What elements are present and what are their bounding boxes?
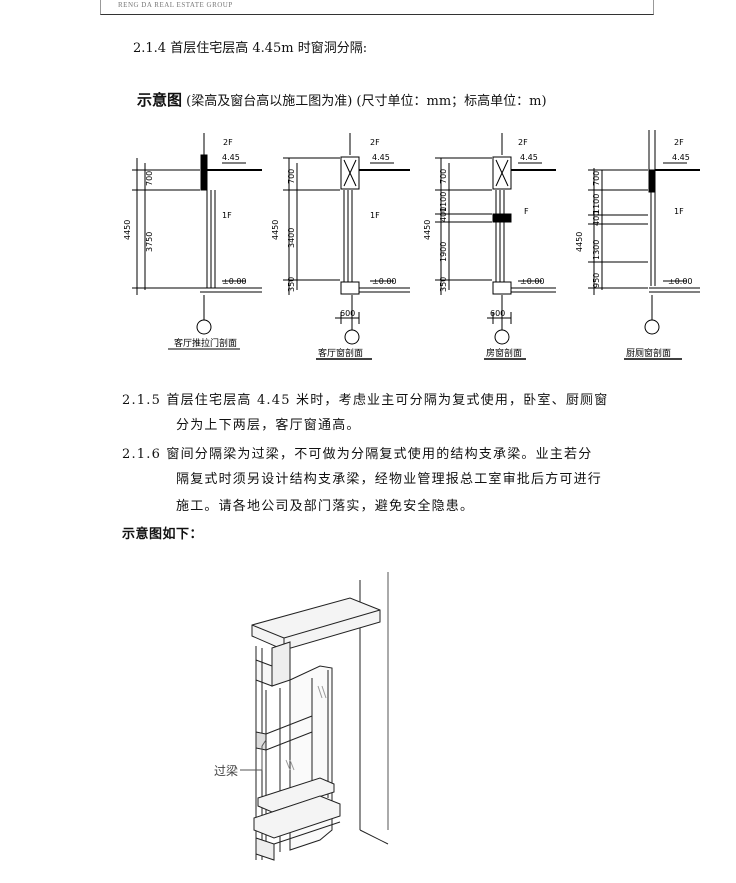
section-2-room: 1F [370, 211, 380, 220]
section-1-total: 4450 [123, 220, 132, 240]
section-4-room: 1F [674, 207, 684, 216]
section-2-dim-1: 700 [287, 169, 296, 184]
page-header-rule [100, 0, 654, 15]
section-4-level-top: 4.45 [672, 153, 690, 162]
section-3-dim-4: 1900 [439, 242, 448, 262]
diagram-note-text: (梁高及窗台高以施工图为准) (尺寸单位：mm；标高单位：m) [186, 94, 547, 109]
section-2-level-top: 4.45 [372, 153, 390, 162]
section-2-1-6-line-1: 2.1.6 窗间分隔梁为过梁，不可做为分隔复式使用的结构支承梁。业主若分 [122, 447, 593, 462]
section-4-caption: 厨厕窗剖面 [626, 347, 671, 359]
section-2-1-5-line-1: 2.1.5 首层住宅层高 4.45 米时，考虑业主可分隔为复式使用，卧室、厨厕窗 [122, 393, 609, 408]
section-2-caption: 客厅窗剖面 [318, 347, 363, 359]
section-1-level-top: 4.45 [222, 153, 240, 162]
section-1-room: 1F [222, 211, 232, 220]
section-3-width: 600 [490, 309, 505, 318]
section-2-total: 4450 [271, 220, 280, 240]
section-2-width: 600 [340, 309, 355, 318]
section-2-1-6-line-2: 隔复式时须另设计结构支承梁，经物业管理报总工室审批后方可进行 [176, 472, 603, 487]
section-3-level-top: 4.45 [520, 153, 538, 162]
section-4-dim-2: 1100 [592, 194, 601, 214]
section-3-caption: 房窗剖面 [486, 347, 522, 359]
section-2-1-5-line-2: 分为上下两层，客厅窗通高。 [176, 418, 361, 433]
section-2-top-tag: 2F [370, 138, 380, 147]
section-1-dim-1: 700 [145, 171, 154, 186]
section-3-room: F [524, 207, 529, 216]
section-2-dim-2: 3400 [287, 228, 296, 248]
section-4-dim-5: 950 [592, 273, 601, 288]
section-2-1-4-title: 2.1.4 首层住宅层高 4.45m 时窗洞分隔: [133, 41, 368, 56]
section-1-level-bottom: ±0.00 [222, 277, 247, 286]
section-3-level-bottom: ±0.00 [520, 277, 545, 286]
section-1-drawing [132, 133, 262, 350]
section-1-caption: 客厅推拉门剖面 [174, 337, 237, 349]
section-3-total: 4450 [423, 220, 432, 240]
section-3-dim-1: 700 [439, 169, 448, 184]
page-header-company: RENG DA REAL ESTATE GROUP [118, 1, 233, 9]
section-4-dim-1: 700 [592, 171, 601, 186]
section-3-dim-5: 350 [439, 277, 448, 292]
section-2-1-6-line-3: 施工。请各地公司及部门落实，避免安全隐患。 [176, 499, 475, 514]
section-3-drawing [435, 133, 556, 345]
diagram-intro: 示意图如下： [122, 527, 204, 542]
diagram-note-bold: 示意图 [137, 91, 183, 109]
section-3-dim-2: 1100 [439, 192, 448, 212]
iso-label-lintel: 过梁 [214, 763, 238, 778]
section-3-top-tag: 2F [518, 138, 528, 147]
section-4-total: 4450 [575, 232, 584, 252]
section-2-level-bottom: ±0.00 [372, 277, 397, 286]
section-1-top-tag: 2F [223, 138, 233, 147]
section-4-dim-3: 400 [592, 211, 601, 226]
section-4-top-tag: 2F [674, 138, 684, 147]
section-4-level-bottom: ±0.00 [668, 277, 693, 286]
section-1-dim-2: 3750 [145, 232, 154, 252]
diagram-note: 示意图 (梁高及窗台高以施工图为准) (尺寸单位：mm；标高单位：m) [137, 89, 547, 110]
section-2-drawing [283, 133, 410, 345]
section-4-dim-4: 1300 [592, 240, 601, 260]
section-3-dim-3: 400 [439, 207, 448, 222]
section-2-dim-3: 350 [287, 277, 296, 292]
section-4-drawing [588, 130, 700, 335]
iso-lintel-diagram: 过梁 [214, 572, 389, 861]
